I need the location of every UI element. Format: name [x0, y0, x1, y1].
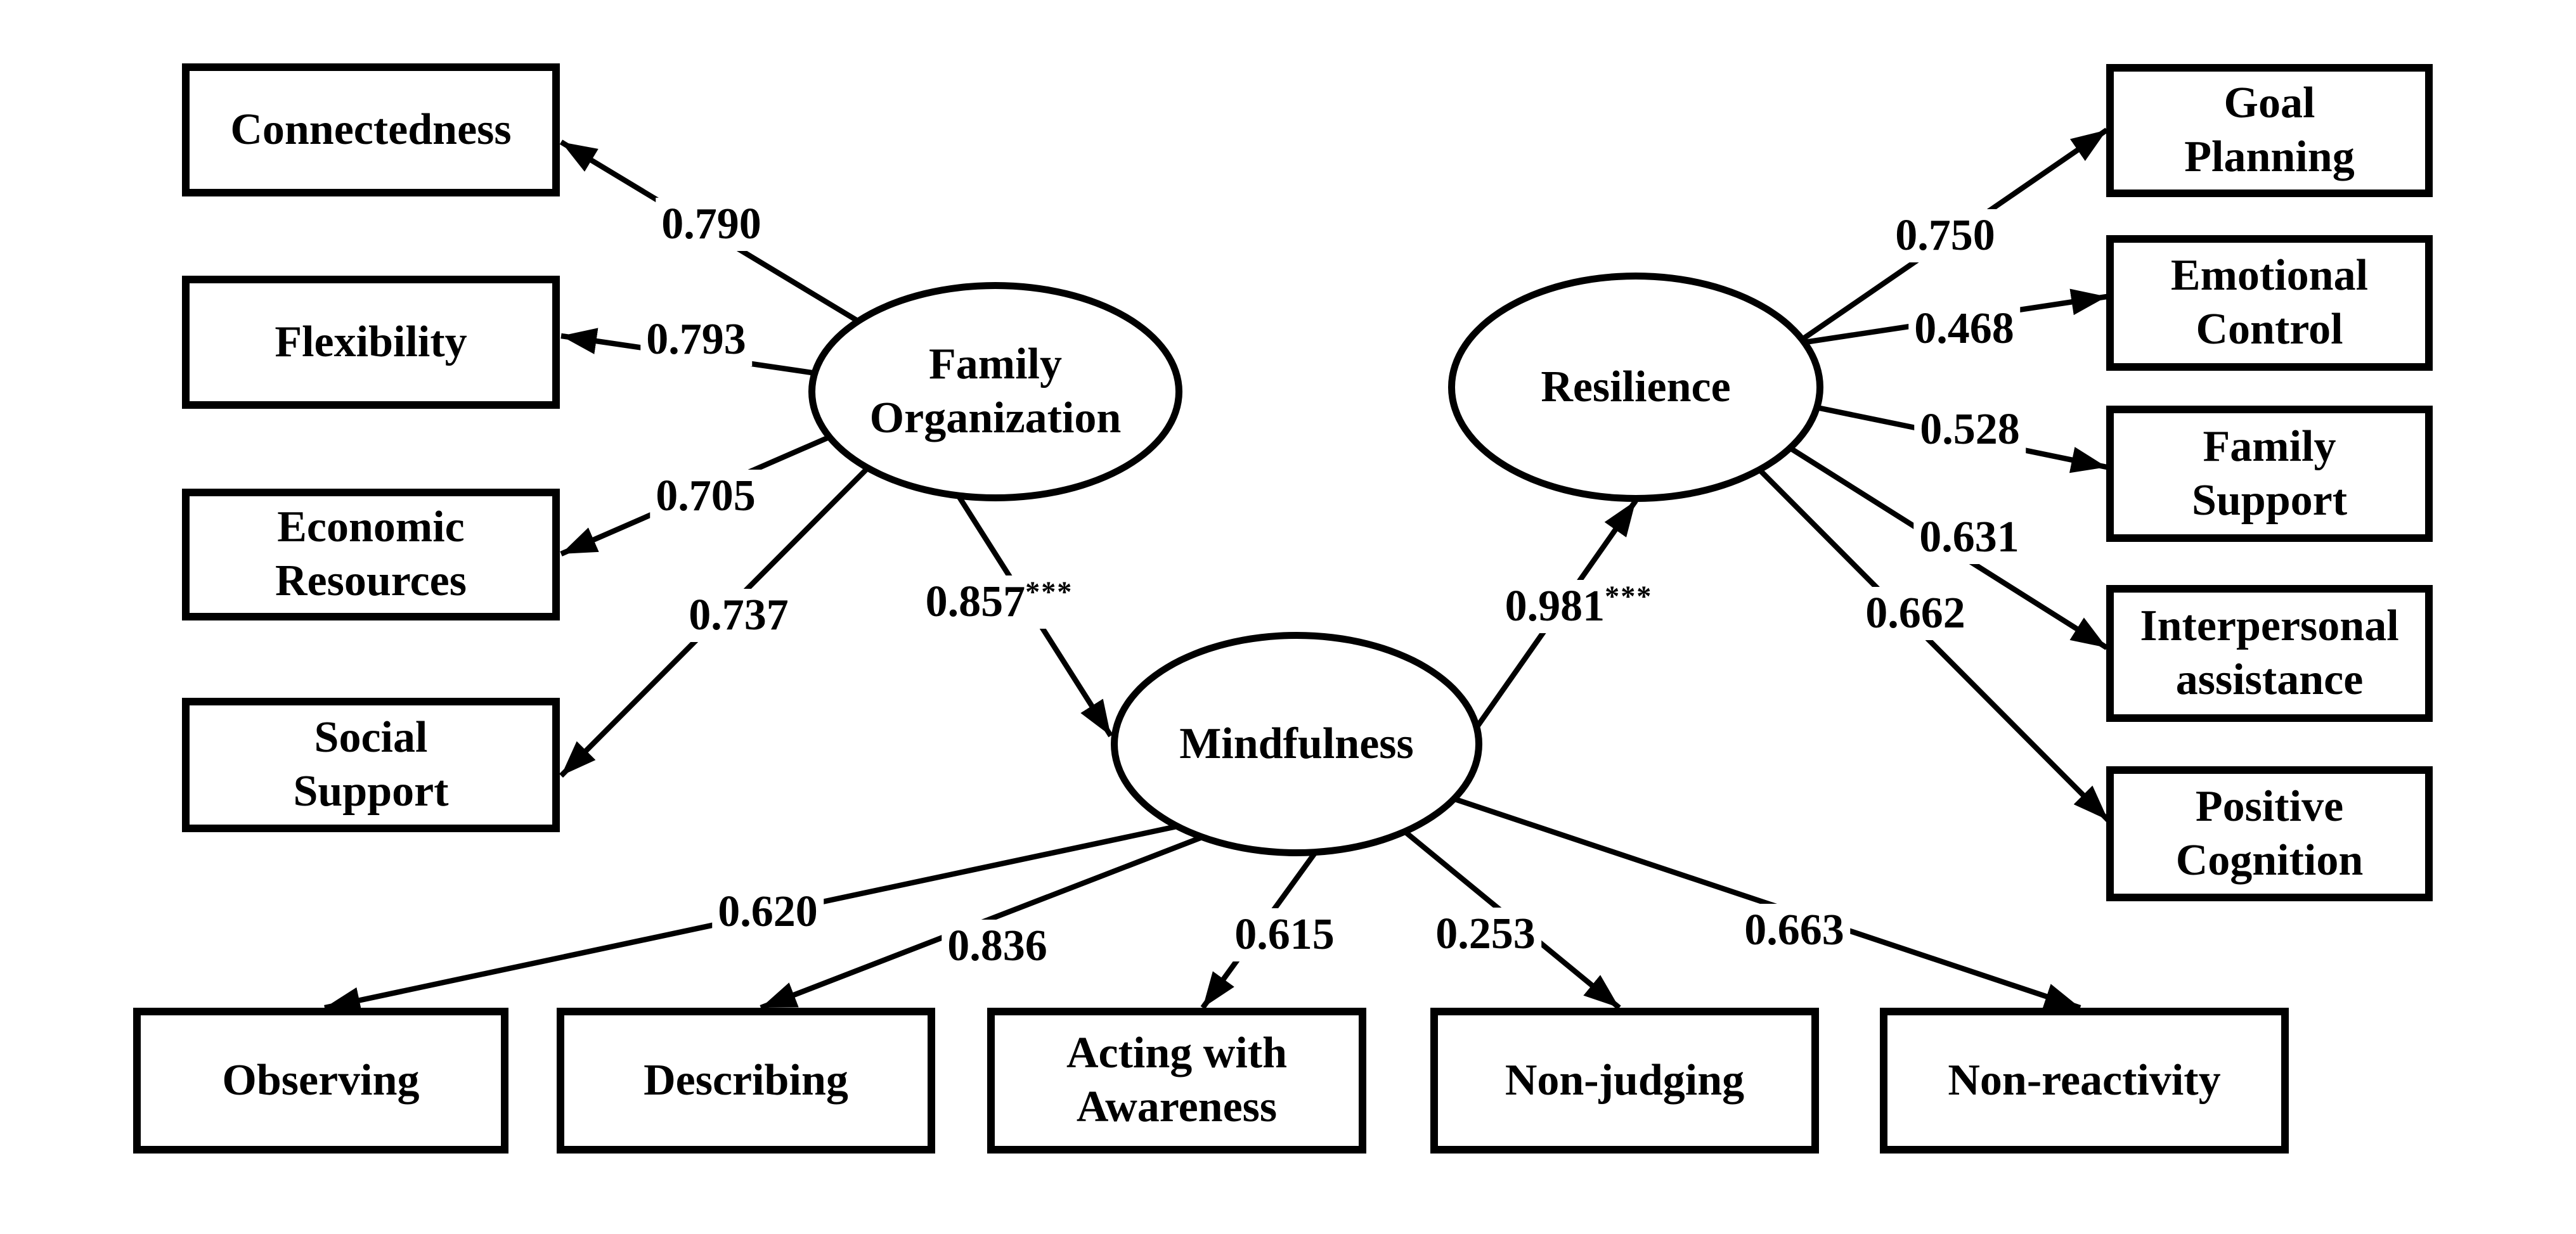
loading-emotional-control-value: 0.468 — [1914, 304, 2014, 353]
loading-describing: 0.836 — [942, 920, 1053, 973]
loading-acting-with-awareness-value: 0.615 — [1234, 910, 1335, 959]
path-family-organization-mindfulness: 0.857*** — [919, 575, 1079, 629]
loading-acting-with-awareness: 0.615 — [1229, 908, 1340, 961]
indicator-non-judging: Non-judging — [1430, 1008, 1819, 1154]
loading-positive-cognition-value: 0.662 — [1865, 589, 1965, 638]
indicator-emotional-control: Emotional Control — [2106, 235, 2433, 371]
loading-flexibility: 0.793 — [640, 313, 752, 366]
loading-goal-planning: 0.750 — [1889, 209, 2001, 262]
path-mindfulness-resilience-value: 0.981 — [1505, 582, 1605, 631]
indicator-family-support-label: Family Support — [2191, 421, 2348, 525]
loading-non-reactivity-value: 0.663 — [1744, 906, 1844, 954]
loading-positive-cognition: 0.662 — [1860, 587, 1971, 640]
loading-non-judging: 0.253 — [1430, 908, 1541, 961]
latent-mindfulness: Mindfulness — [1111, 632, 1482, 856]
loading-connectedness-value: 0.790 — [661, 200, 761, 248]
latent-resilience: Resilience — [1448, 273, 1823, 502]
indicator-flexibility: Flexibility — [182, 276, 560, 409]
indicator-interpersonal-assistance-label: Interpersonal assistance — [2140, 601, 2399, 704]
loading-interpersonal-assistance: 0.631 — [1913, 511, 2025, 564]
loading-family-support: 0.528 — [1914, 403, 2026, 456]
path-family-organization-mindfulness-significance: *** — [1025, 575, 1073, 608]
indicator-observing-label: Observing — [222, 1055, 420, 1105]
latent-mindfulness-label: Mindfulness — [1179, 719, 1414, 768]
indicator-goal-planning-label: Goal Planning — [2184, 79, 2355, 181]
path-family-organization-mindfulness-value: 0.857 — [925, 577, 1026, 626]
indicator-observing: Observing — [133, 1008, 508, 1154]
indicator-acting-with-awareness-label: Acting with Awareness — [1066, 1029, 1288, 1131]
latent-family-organization-label: Family Organization — [869, 340, 1122, 442]
loading-family-support-value: 0.528 — [1920, 405, 2020, 454]
latent-resilience-label: Resilience — [1541, 362, 1731, 411]
indicator-economic-resources-label: Economic Resources — [275, 503, 467, 605]
path-mindfulness-resilience: 0.981*** — [1499, 580, 1659, 633]
loading-goal-planning-value: 0.750 — [1895, 211, 1995, 260]
edge-resilience-to-positive-cognition — [1752, 463, 2111, 822]
indicator-positive-cognition: Positive Cognition — [2106, 766, 2433, 901]
latent-family-organization: Family Organization — [808, 282, 1182, 501]
loading-non-reactivity: 0.663 — [1738, 904, 1850, 957]
loading-economic-resources-value: 0.705 — [656, 472, 756, 520]
loading-social-support: 0.737 — [683, 589, 794, 642]
loading-connectedness: 0.790 — [656, 198, 767, 251]
indicator-family-support: Family Support — [2106, 406, 2433, 542]
loading-observing: 0.620 — [712, 885, 824, 939]
loading-non-judging-value: 0.253 — [1435, 909, 1536, 958]
indicator-describing-label: Describing — [644, 1055, 848, 1105]
indicator-goal-planning: Goal Planning — [2106, 64, 2433, 197]
loading-observing-value: 0.620 — [718, 887, 818, 936]
indicator-acting-with-awareness: Acting with Awareness — [987, 1008, 1366, 1154]
loading-economic-resources: 0.705 — [650, 470, 761, 523]
indicator-connectedness-label: Connectedness — [230, 105, 512, 154]
loading-interpersonal-assistance-value: 0.631 — [1919, 513, 2019, 562]
loading-flexibility-value: 0.793 — [646, 315, 746, 364]
indicator-non-reactivity-label: Non-reactivity — [1948, 1055, 2221, 1105]
indicator-non-reactivity: Non-reactivity — [1880, 1008, 2289, 1154]
indicator-social-support: Social Support — [182, 698, 560, 832]
indicator-emotional-control-label: Emotional Control — [2170, 251, 2369, 354]
indicator-non-judging-label: Non-judging — [1505, 1055, 1745, 1105]
indicator-describing: Describing — [557, 1008, 935, 1154]
indicator-interpersonal-assistance: Interpersonal assistance — [2106, 585, 2433, 722]
indicator-connectedness: Connectedness — [182, 63, 560, 196]
indicator-social-support-label: Social Support — [293, 713, 449, 816]
loading-describing-value: 0.836 — [947, 922, 1047, 970]
edge-mindfulness-to-non-reactivity — [1440, 792, 2081, 1011]
path-mindfulness-resilience-significance: *** — [1605, 579, 1653, 612]
indicator-economic-resources: Economic Resources — [182, 489, 560, 620]
indicator-positive-cognition-label: Positive Cognition — [2175, 781, 2364, 885]
loading-social-support-value: 0.737 — [689, 591, 789, 639]
loading-emotional-control: 0.468 — [1908, 302, 2020, 356]
indicator-flexibility-label: Flexibility — [275, 317, 467, 366]
